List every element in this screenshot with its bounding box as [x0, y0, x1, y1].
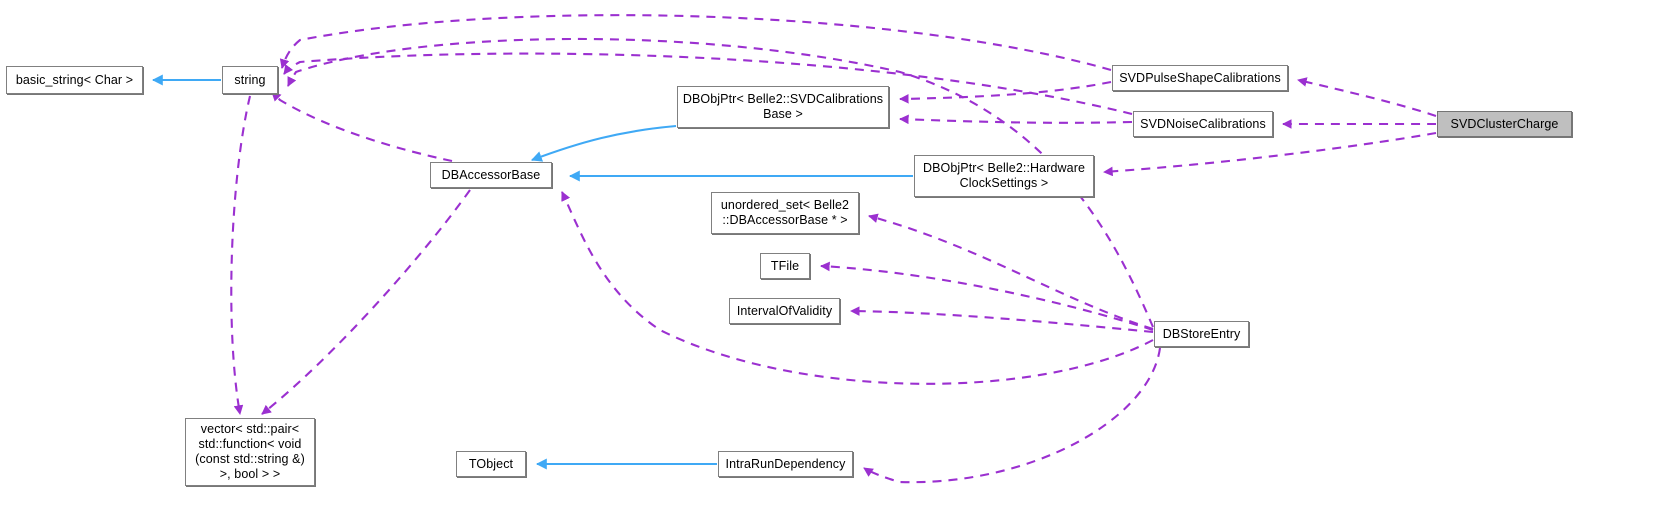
edge-dbstoreentry-to-unordered-set	[868, 213, 1154, 331]
class-node-tobject[interactable]: TObject	[456, 451, 526, 477]
usage-edges	[230, 14, 1437, 484]
edge-dbstoreentry-to-intervalofvalidity	[850, 306, 1154, 334]
class-node-dbaccessorbase[interactable]: DBAccessorBase	[430, 162, 552, 188]
edge-noisecal-to-dbobjptr-svdcal	[899, 114, 1133, 125]
class-node-intervalofvalidity[interactable]: IntervalOfValidity	[729, 298, 840, 324]
class-node-label: string	[234, 72, 266, 87]
class-node-svdnoisecalibrations[interactable]: SVDNoiseCalibrations	[1133, 111, 1273, 137]
class-node-label: IntervalOfValidity	[736, 303, 833, 318]
class-node-svdpulseshapecalibrations[interactable]: SVDPulseShapeCalibrations	[1112, 65, 1288, 91]
class-node-label: TFile	[770, 258, 800, 273]
edge-dbstoreentry-to-tfile	[820, 261, 1154, 331]
class-node-svdclustercharge[interactable]: SVDClusterCharge	[1437, 111, 1572, 137]
class-node-dbstoreentry[interactable]: DBStoreEntry	[1154, 321, 1249, 347]
class-node-label: TObject	[468, 456, 514, 471]
class-node-dbobjptr_hardwareclocksettings[interactable]: DBObjPtr< Belle2::Hardware ClockSettings…	[914, 155, 1094, 197]
edge-dbstoreentry-to-string	[287, 37, 1154, 328]
class-node-label: SVDNoiseCalibrations	[1140, 116, 1266, 131]
class-node-string[interactable]: string	[222, 66, 278, 94]
edge-clustercharge-to-dbobjptr-hwclock	[1103, 131, 1437, 177]
edge-pulseshape-to-string	[279, 14, 1112, 72]
edge-clustercharge-to-pulseshape	[1297, 77, 1437, 117]
edge-pulseshape-to-dbobjptr-svdcal	[899, 80, 1112, 104]
class-node-label: unordered_set< Belle2 ::DBAccessorBase *…	[720, 198, 850, 227]
class-node-label: SVDPulseShapeCalibrations	[1119, 70, 1281, 85]
class-node-label: DBStoreEntry	[1162, 326, 1241, 341]
edge-dbstoreentry-to-dbaccessorbase	[561, 191, 1154, 385]
edge-noisecal-to-string	[283, 52, 1133, 116]
edge-dbstoreentry-to-intrarundependency	[863, 347, 1162, 484]
class-node-label: basic_string< Char >	[15, 72, 134, 87]
class-node-label: SVDClusterCharge	[1450, 116, 1559, 131]
class-node-basic_string[interactable]: basic_string< Char >	[6, 66, 143, 94]
class-node-label: DBObjPtr< Belle2::Hardware ClockSettings…	[922, 161, 1086, 190]
class-node-label: vector< std::pair< std::function< void (…	[195, 422, 305, 481]
class-node-label: IntraRunDependency	[725, 456, 846, 471]
class-node-unordered_set_dbaccessorbase[interactable]: unordered_set< Belle2 ::DBAccessorBase *…	[711, 192, 859, 234]
class-node-dbobjptr_svdcalibrationsbase[interactable]: DBObjPtr< Belle2::SVDCalibrations Base >	[677, 86, 889, 128]
edge-string-to-vector	[230, 95, 252, 415]
class-node-tfile[interactable]: TFile	[760, 253, 810, 279]
edge-dbaccessorbase-to-string	[271, 91, 453, 163]
edge-dbaccessorbase-to-vector	[261, 189, 471, 415]
edge-dbobjptr-svdcal-to-dbaccessorbase	[530, 124, 677, 162]
class-node-intrarundependency[interactable]: IntraRunDependency	[718, 451, 853, 477]
class-node-vector_pair_function[interactable]: vector< std::pair< std::function< void (…	[185, 418, 315, 486]
inheritance-edges	[151, 74, 913, 470]
class-node-label: DBObjPtr< Belle2::SVDCalibrations Base >	[682, 92, 884, 121]
class-node-label: DBAccessorBase	[441, 167, 541, 182]
